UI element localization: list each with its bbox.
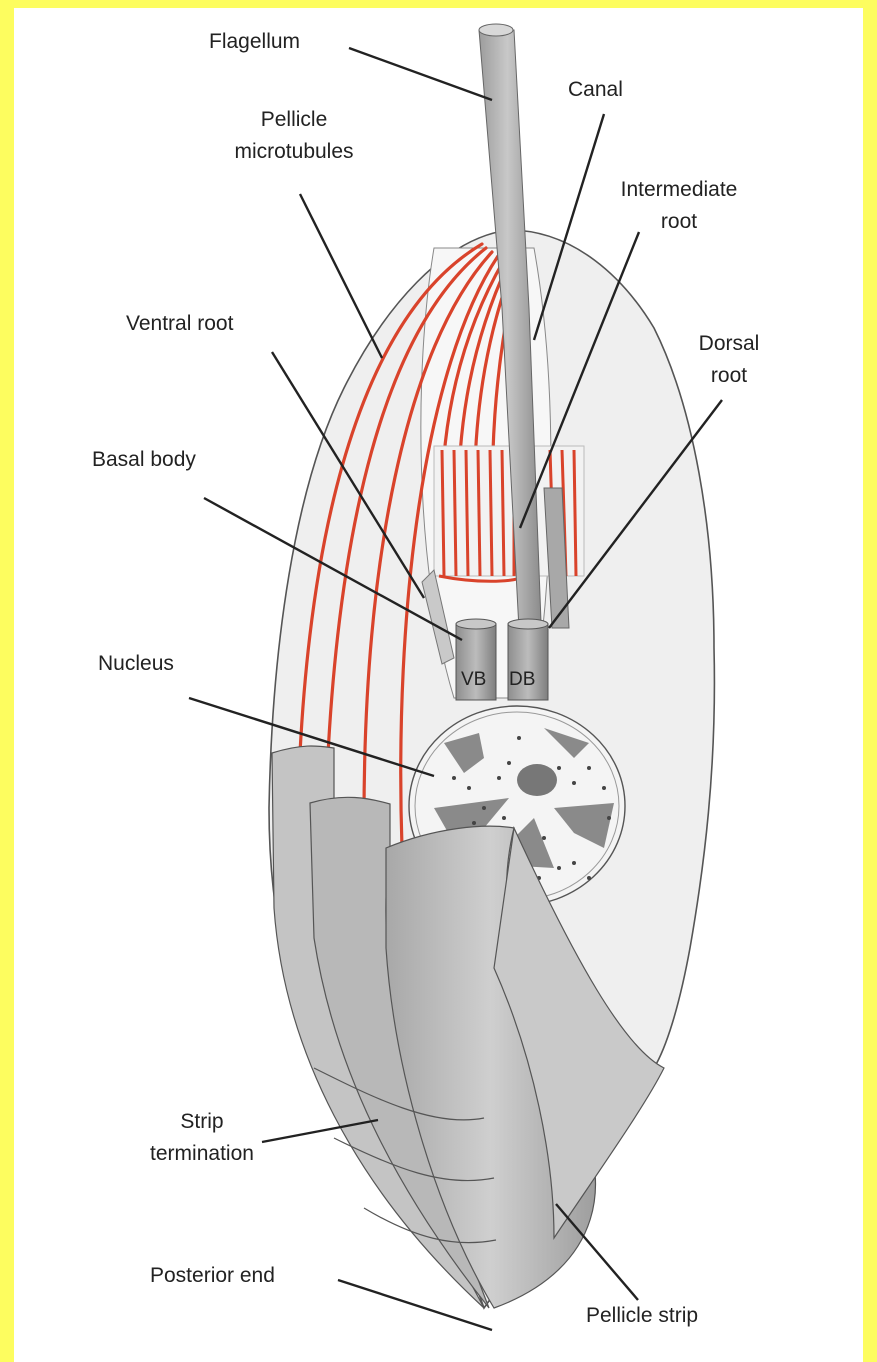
posterior-end-label: Posterior end (150, 1260, 275, 1292)
figure-frame: VB DB (14, 8, 863, 1362)
strip-termination-label: Strip termination (132, 1106, 272, 1170)
pellicle-microtubules-label-line2: microtubules (214, 136, 374, 168)
ventral-root-label: Ventral root (126, 308, 233, 340)
vb-label: VB (461, 669, 486, 690)
intermediate-root-label-line1: Intermediate (594, 174, 764, 206)
canal-label: Canal (568, 74, 623, 106)
db-label: DB (509, 669, 535, 690)
basal-body-label: Basal body (92, 444, 196, 476)
intermediate-root-label-line2: root (594, 206, 764, 238)
nucleus-label: Nucleus (98, 648, 174, 680)
pellicle-microtubules-label: Pellicle microtubules (214, 104, 374, 168)
dorsal-root-label: Dorsal root (674, 328, 784, 392)
dorsal-root-label-line1: Dorsal (674, 328, 784, 360)
intermediate-root-label: Intermediate root (594, 174, 764, 238)
flagellum-label: Flagellum (209, 26, 300, 58)
strip-termination-label-line1: Strip (132, 1106, 272, 1138)
pellicle-microtubules-label-line1: Pellicle (214, 104, 374, 136)
pellicle-strip-label: Pellicle strip (586, 1300, 698, 1332)
strip-termination-label-line2: termination (132, 1138, 272, 1170)
dorsal-root-label-line2: root (674, 360, 784, 392)
